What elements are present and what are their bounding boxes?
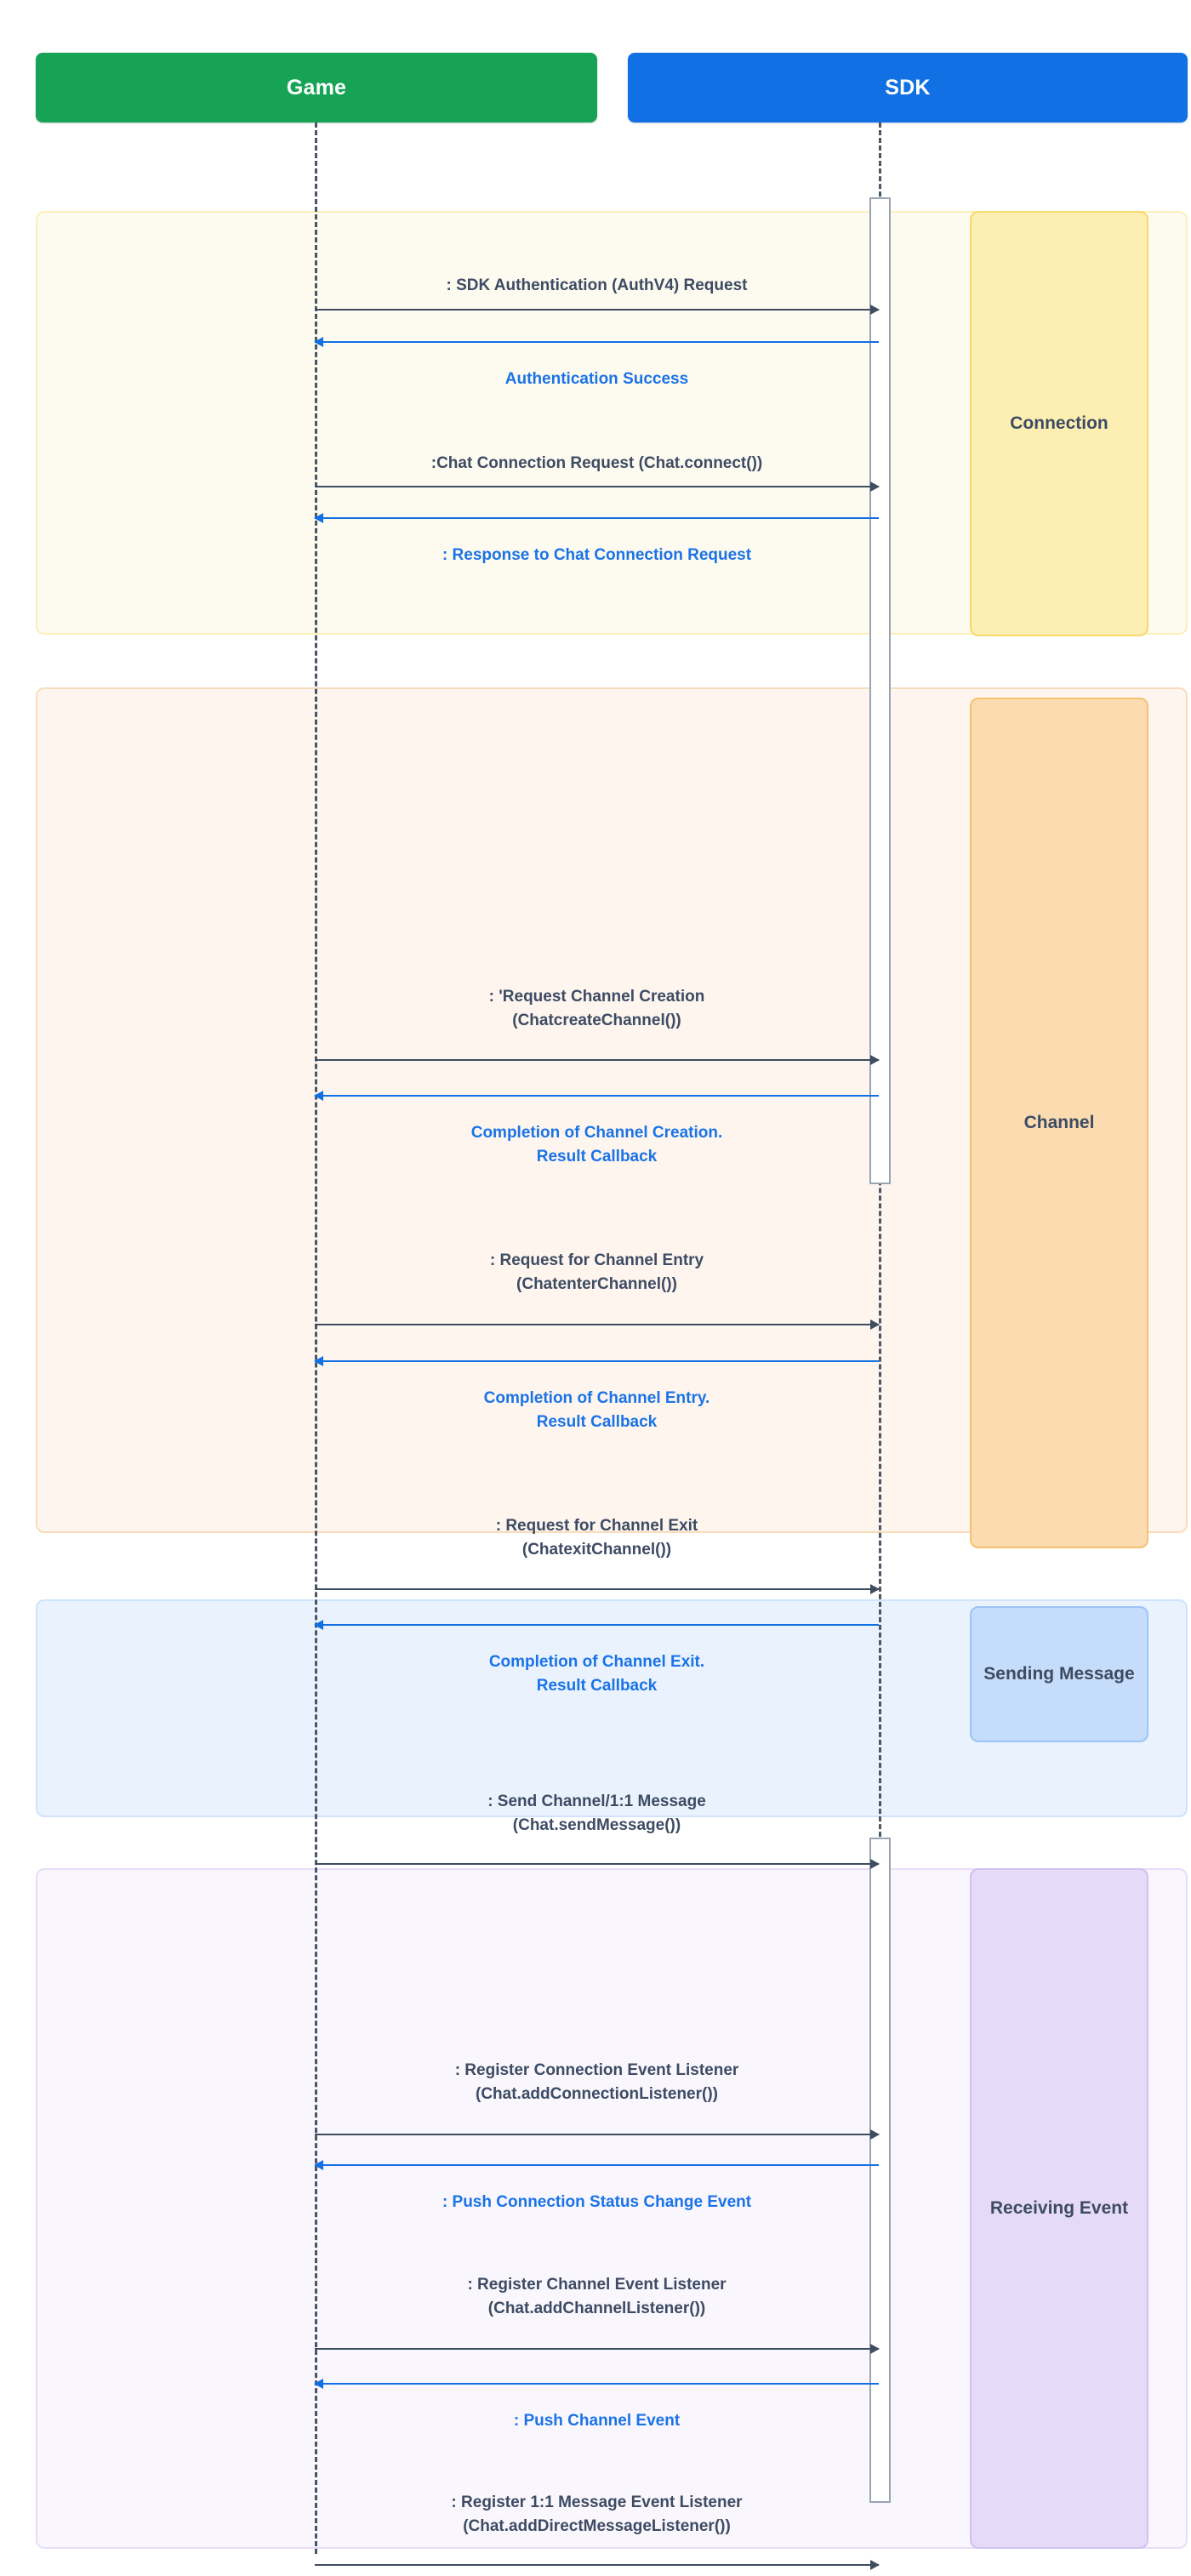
stage-label-receiving-event: Receiving Event xyxy=(970,1868,1148,2549)
message-arrow-request xyxy=(315,305,880,315)
participant-game-label: Game xyxy=(286,75,347,100)
message-label: : Register 1:1 Message Event Listener (C… xyxy=(451,2493,743,2535)
message-label: : Send Channel/1:1 Message (Chat.sendMes… xyxy=(487,1792,706,1834)
message-label: :Chat Connection Request (Chat.connect()… xyxy=(430,454,763,472)
message-label: : Response to Chat Connection Request xyxy=(442,546,752,564)
message-label: Authentication Success xyxy=(504,370,689,388)
participant-sdk-label: SDK xyxy=(885,75,931,100)
message-arrow-request xyxy=(315,2344,880,2354)
message-label: Completion of Channel Exit. Result Callb… xyxy=(488,1653,705,1695)
message-label: : SDK Authentication (AuthV4) Request xyxy=(446,276,748,294)
stage-label-connection: Connection xyxy=(970,211,1148,636)
lifeline-game xyxy=(315,123,317,2554)
message-arrow-response xyxy=(314,2160,879,2170)
message-arrow-response xyxy=(314,2379,879,2389)
message-label: Completion of Channel Creation. Result C… xyxy=(470,1124,723,1165)
message-label: : Push Channel Event xyxy=(513,2412,681,2430)
participant-sdk[interactable]: SDK xyxy=(628,53,1188,123)
message-arrow-response xyxy=(314,1356,879,1366)
message-arrow-response xyxy=(314,337,879,347)
message-label: : 'Request Channel Creation (ChatcreateC… xyxy=(488,988,705,1029)
activation-bar-sdk-lower xyxy=(869,1838,891,2503)
message-arrow-response xyxy=(314,1091,879,1101)
message-arrow-request xyxy=(315,1319,880,1330)
message-arrow-request xyxy=(315,1859,880,1869)
message-arrow-request xyxy=(315,1055,880,1065)
message-label: : Register Connection Event Listener (Ch… xyxy=(454,2061,739,2103)
activation-bar-sdk-upper xyxy=(869,197,891,1184)
message-arrow-response xyxy=(314,513,879,523)
message-label: : Request for Channel Entry (ChatenterCh… xyxy=(489,1251,704,1293)
lifeline-sdk xyxy=(879,123,881,2496)
message-arrow-request xyxy=(315,2560,880,2570)
message-arrow-request xyxy=(315,482,880,492)
message-arrow-request xyxy=(315,2129,880,2140)
stage-label-sending-message: Sending Message xyxy=(970,1606,1148,1742)
message-label: : Request for Channel Exit (ChatexitChan… xyxy=(495,1517,698,1559)
message-arrow-request xyxy=(315,1584,880,1594)
participant-game[interactable]: Game xyxy=(36,53,597,123)
message-arrow-response xyxy=(314,1620,879,1630)
message-label: Completion of Channel Entry. Result Call… xyxy=(483,1389,710,1431)
message-label: : Register Channel Event Listener (Chat.… xyxy=(467,2276,727,2317)
message-label: : Push Connection Status Change Event xyxy=(442,2193,752,2211)
stage-label-channel: Channel xyxy=(970,698,1148,1548)
